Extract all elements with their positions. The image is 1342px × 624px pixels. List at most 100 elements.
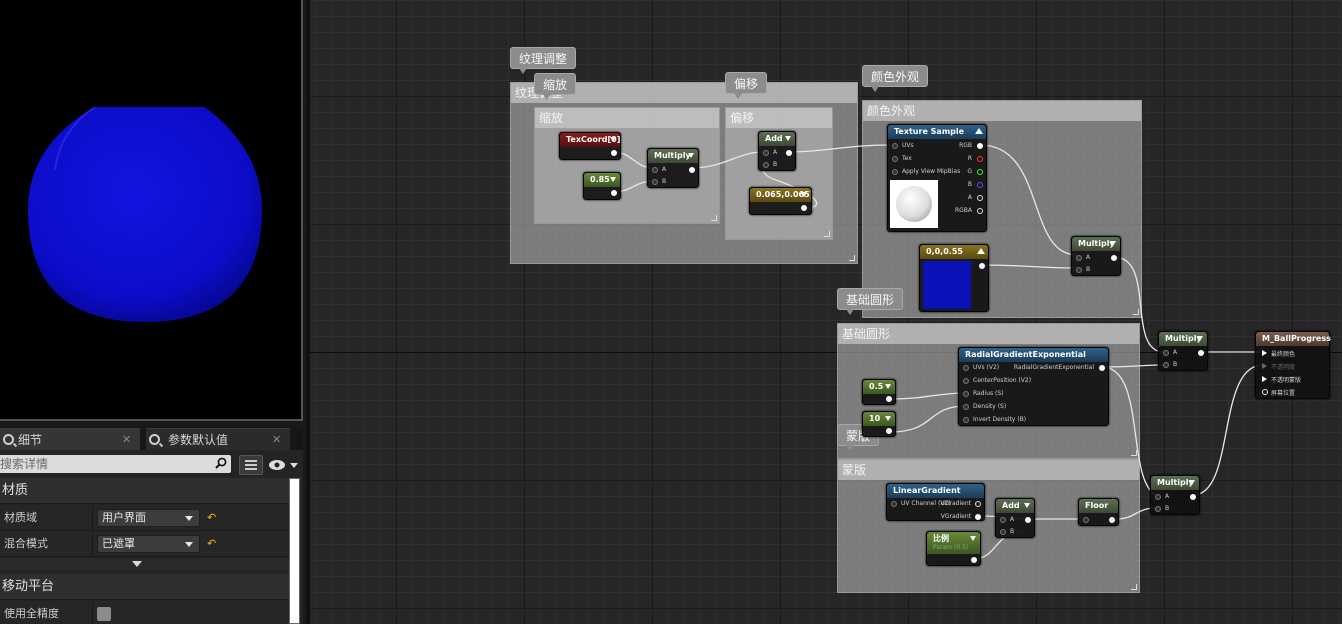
input-pin-b[interactable] — [1000, 529, 1006, 535]
input-pin-a[interactable] — [1155, 494, 1161, 500]
preview-sphere — [28, 106, 262, 322]
output-pin[interactable] — [979, 263, 985, 269]
node-vector-color[interactable]: 0,0,0.55 — [919, 244, 989, 312]
input-pin-b[interactable] — [1155, 506, 1161, 512]
output-pin[interactable] — [1190, 494, 1196, 500]
input-pin-uv-channel[interactable] — [891, 501, 897, 507]
output-pin-g[interactable] — [977, 169, 983, 175]
comment-offset[interactable]: 偏移 — [725, 107, 833, 240]
full-precision-checkbox[interactable] — [97, 607, 111, 621]
input-pin-screen-position[interactable] — [1262, 389, 1268, 395]
output-pin[interactable] — [886, 396, 892, 402]
node-ratio-parameter[interactable]: 比例 Param (0.5) — [926, 531, 981, 566]
reset-to-default-icon[interactable]: ↶ — [207, 537, 217, 550]
category-mobile[interactable]: 移动平台 — [0, 574, 290, 600]
property-full-precision: 使用全精度 — [0, 601, 290, 624]
output-pin[interactable] — [971, 557, 977, 563]
chevron-down-icon — [185, 516, 193, 521]
output-pin[interactable] — [1109, 517, 1115, 523]
output-pin-b[interactable] — [977, 182, 983, 188]
close-icon[interactable]: ✕ — [272, 433, 282, 446]
tab-parameter-defaults[interactable]: 参数默认值 ✕ — [146, 428, 290, 450]
output-pin[interactable] — [1025, 517, 1031, 523]
output-pin-ugradient[interactable] — [975, 501, 981, 507]
output-pin-rgb[interactable] — [977, 143, 983, 149]
comment-bubble-scale[interactable]: 缩放 — [534, 73, 577, 100]
output-pin[interactable] — [689, 167, 695, 173]
output-pin[interactable] — [1111, 255, 1117, 261]
details-panel: 细节 ✕ 参数默认值 ✕ 搜索详情 — [0, 0, 306, 624]
close-icon[interactable]: ✕ — [122, 433, 132, 446]
node-multiply[interactable]: Multiply A B — [1150, 475, 1200, 515]
input-pin-b[interactable] — [763, 162, 769, 168]
output-pin[interactable] — [1198, 350, 1204, 356]
output-pin-vgradient[interactable] — [975, 514, 981, 520]
input-pin-density[interactable] — [963, 404, 969, 410]
comment-bubble-offset[interactable]: 偏移 — [725, 72, 768, 99]
material-graph[interactable]: 纹理调整 缩放 偏移 颜色外观 基础圆形 蒙版 纹理调整 缩放 偏移 颜色外观 … — [306, 0, 1342, 624]
node-floor[interactable]: Floor — [1078, 498, 1119, 526]
comment-bubble-texture-adjust[interactable]: 纹理调整 — [510, 47, 577, 74]
input-pin-b[interactable] — [652, 179, 658, 185]
input-pin-a[interactable] — [1000, 517, 1006, 523]
node-const-0-85[interactable]: 0.85 — [583, 172, 621, 200]
node-add[interactable]: Add A B — [995, 498, 1035, 538]
comment-mask[interactable]: 蒙版 — [837, 459, 1140, 593]
input-pin-center[interactable] — [963, 378, 969, 384]
input-pin-tex[interactable] — [892, 156, 898, 162]
input-pin-b[interactable] — [1076, 267, 1082, 273]
search-icon — [215, 457, 227, 469]
output-pin[interactable] — [801, 205, 807, 211]
material-preview-viewport[interactable] — [0, 0, 303, 421]
advanced-expander[interactable] — [0, 558, 290, 570]
output-pin-rgba[interactable] — [977, 208, 983, 214]
view-options-button[interactable] — [239, 455, 263, 475]
output-pin-a[interactable] — [977, 195, 983, 201]
search-input[interactable]: 搜索详情 — [0, 455, 231, 473]
node-multiply[interactable]: Multiply A B — [647, 148, 699, 188]
input-pin-a[interactable] — [763, 150, 769, 156]
node-vector-offset[interactable]: 0.065,0.065 — [749, 187, 812, 215]
category-material[interactable]: 材质 — [0, 478, 290, 504]
material-domain-dropdown[interactable]: 用户界面 — [97, 509, 200, 527]
output-pin[interactable] — [886, 428, 892, 434]
output-pin[interactable] — [611, 190, 617, 196]
input-pin-a[interactable] — [1163, 350, 1169, 356]
node-add[interactable]: Add A B — [758, 131, 796, 171]
input-pin-radius[interactable] — [963, 391, 969, 397]
input-pin[interactable] — [1083, 517, 1089, 523]
node-texcoord[interactable]: TexCoord[0] — [559, 132, 621, 160]
details-scrollbar[interactable] — [289, 478, 300, 624]
node-texture-sample[interactable]: Texture Sample UVs Tex Apply View MipBia… — [887, 124, 987, 232]
eye-icon[interactable] — [268, 458, 300, 472]
node-linear-gradient[interactable]: LinearGradient UV Channel (V2) UGradient… — [886, 483, 985, 521]
node-const-0-5[interactable]: 0.5 — [862, 379, 896, 405]
node-const-10[interactable]: 10 — [862, 411, 896, 437]
input-pin-b[interactable] — [1163, 362, 1169, 368]
reset-to-default-icon[interactable]: ↶ — [207, 511, 217, 524]
tab-details[interactable]: 细节 ✕ — [0, 428, 140, 450]
node-wires — [613, 144, 1264, 560]
input-pin-a[interactable] — [1076, 255, 1082, 261]
comment-bubble-color-look[interactable]: 颜色外观 — [862, 65, 929, 92]
input-pin-opacity[interactable] — [1262, 363, 1267, 369]
details-icon — [3, 434, 14, 445]
input-pin-a[interactable] — [652, 167, 658, 173]
input-pin-final-color[interactable] — [1262, 350, 1267, 356]
input-pin-uvs[interactable] — [892, 143, 898, 149]
color-swatch — [923, 261, 971, 309]
node-multiply[interactable]: Multiply A B — [1158, 331, 1208, 371]
node-multiply[interactable]: Multiply A B — [1071, 236, 1121, 276]
node-material-result[interactable]: M_BallProgress 最终颜色 不透明度 不透明蒙版 屏幕位置 — [1255, 331, 1331, 399]
blend-mode-dropdown[interactable]: 已遮罩 — [97, 535, 200, 553]
output-pin-r[interactable] — [977, 156, 983, 162]
output-pin[interactable] — [1099, 365, 1105, 371]
input-pin-mipbias[interactable] — [892, 169, 898, 175]
input-pin-uvs[interactable] — [963, 365, 969, 371]
input-pin-invert[interactable] — [963, 417, 969, 423]
output-pin[interactable] — [611, 150, 617, 156]
output-pin[interactable] — [786, 150, 792, 156]
input-pin-opacity-mask[interactable] — [1262, 376, 1267, 382]
comment-bubble-base-shape[interactable]: 基础圆形 — [837, 288, 904, 315]
node-radial-gradient[interactable]: RadialGradientExponential UVs (V2) Cente… — [958, 347, 1109, 426]
